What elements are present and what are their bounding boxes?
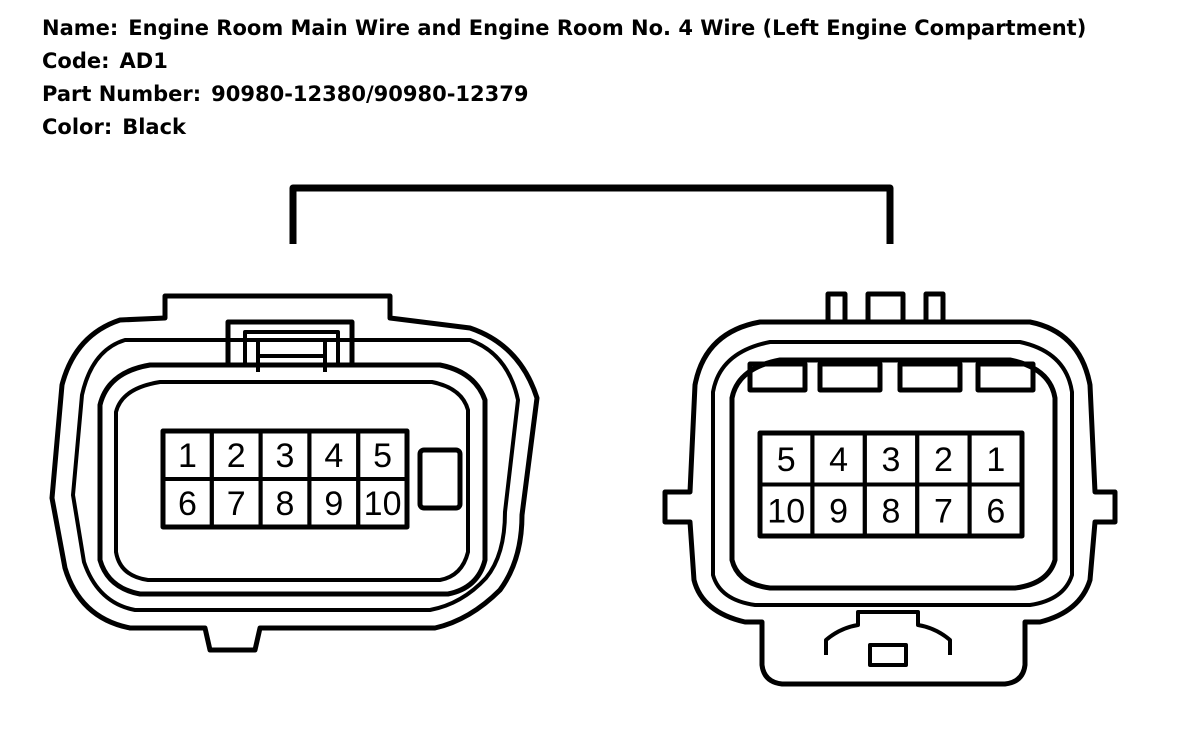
right-pin-label: 7 — [934, 492, 953, 530]
left-lock-outer — [225, 319, 355, 365]
left-cavity-outer — [97, 362, 488, 597]
right-pin-label: 5 — [777, 441, 796, 479]
right-pin-cell — [967, 482, 1024, 538]
part-number-row: Part Number: 90980-12380/90980-12379 — [42, 78, 1086, 111]
left-lock-inner — [243, 330, 340, 365]
left-pin-label: 10 — [364, 485, 402, 523]
left-pin-label: 6 — [178, 485, 197, 523]
mating-bracket — [289, 184, 894, 244]
left-pin-cell — [356, 477, 410, 529]
left-pin-label: 4 — [324, 437, 343, 475]
right-pin-label: 3 — [882, 441, 901, 479]
right-pin-label: 4 — [829, 441, 848, 479]
code-row: Code: AD1 — [42, 45, 1086, 78]
name-value: Engine Room Main Wire and Engine Room No… — [128, 16, 1087, 40]
name-row: Name: Engine Room Main Wire and Engine Ro… — [42, 12, 1086, 45]
color-value: Black — [122, 115, 187, 139]
color-row: Color: Black — [42, 111, 1086, 144]
right-bottom-lock — [824, 610, 952, 655]
left-housing-outer — [49, 293, 540, 653]
left-pin-label: 1 — [178, 437, 197, 475]
left-pin-label: 3 — [276, 437, 295, 475]
right-pin-label: 10 — [767, 492, 805, 530]
left-cavity-inner — [114, 380, 470, 582]
part-number-value: 90980-12380/90980-12379 — [211, 82, 529, 106]
right-key-slot-3 — [897, 361, 963, 393]
left-side-tab — [417, 447, 463, 511]
right-cavity — [729, 357, 1058, 591]
right-housing-wall — [711, 340, 1074, 607]
connector-info: Name: Engine Room Main Wire and Engine Ro… — [42, 12, 1086, 144]
right-peg-left — [825, 291, 848, 322]
right-housing-outer — [662, 319, 1118, 687]
left-housing-wall — [71, 338, 520, 612]
left-lock-latch — [256, 340, 327, 372]
left-pin-label: 8 — [276, 485, 295, 523]
left-pin-label: 9 — [324, 485, 343, 523]
right-pin-label: 6 — [986, 492, 1005, 530]
right-key-slot-4 — [975, 361, 1036, 393]
code-label: Code: — [42, 49, 110, 73]
right-pin-label: 8 — [882, 492, 901, 530]
left-pin-label: 5 — [373, 437, 392, 475]
part-number-label: Part Number: — [42, 82, 202, 106]
right-peg-right — [923, 291, 946, 322]
left-pin-label: 7 — [227, 485, 246, 523]
right-pin-label: 1 — [986, 441, 1005, 479]
right-key-slot-2 — [817, 361, 883, 393]
left-pin-label: 2 — [227, 437, 246, 475]
right-key-slot-1 — [747, 361, 808, 393]
code-value: AD1 — [119, 49, 168, 73]
right-bottom-latch — [868, 643, 908, 667]
right-peg-center — [865, 291, 906, 322]
name-label: Name: — [42, 16, 119, 40]
right-pin-label: 9 — [829, 492, 848, 530]
color-label: Color: — [42, 115, 113, 139]
right-pin-label: 2 — [934, 441, 953, 479]
